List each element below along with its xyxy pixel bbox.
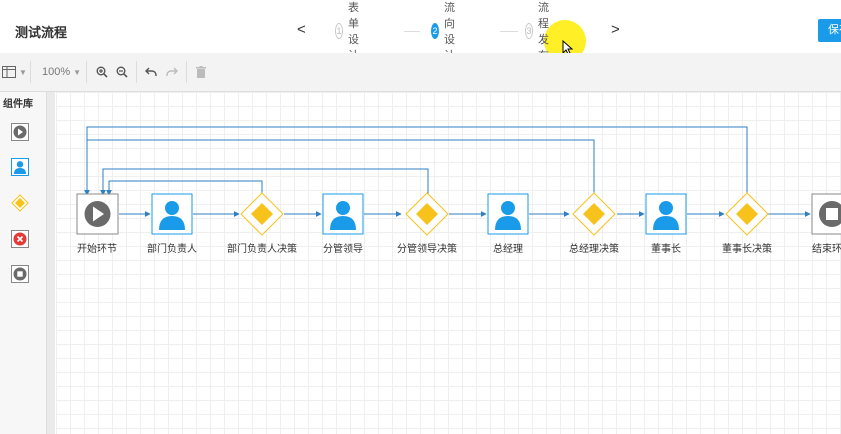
toolbar-divider bbox=[86, 61, 87, 83]
node-label: 部门负责人决策 bbox=[227, 244, 297, 255]
layout-toggle-icon bbox=[2, 66, 16, 78]
task-node[interactable] bbox=[645, 193, 687, 235]
node-label: 结束环 bbox=[812, 244, 841, 255]
sidebar-title: 组件库 bbox=[3, 99, 33, 110]
trash-icon bbox=[196, 66, 206, 78]
step-number: 2 bbox=[431, 23, 440, 39]
task-node[interactable] bbox=[487, 193, 529, 235]
sidebar-splitter[interactable] bbox=[47, 92, 55, 434]
return-connector[interactable] bbox=[106, 180, 263, 196]
connector-lines bbox=[84, 126, 811, 217]
header-bar: 测试流程 < 1 表单设计 2 流向设计 3 流程发布 > 保存 bbox=[0, 0, 841, 62]
start-node-icon[interactable] bbox=[11, 123, 29, 141]
undo-button[interactable] bbox=[145, 53, 157, 91]
step-number: 3 bbox=[525, 23, 534, 39]
zoom-level: 100% bbox=[42, 66, 71, 78]
end-node[interactable] bbox=[811, 193, 841, 235]
start-node[interactable] bbox=[76, 193, 119, 235]
component-library: 组件库 bbox=[0, 92, 47, 434]
node-label: 部门负责人 bbox=[147, 244, 197, 255]
node-label: 董事长 bbox=[651, 244, 681, 255]
app-title: 测试流程 bbox=[15, 25, 68, 40]
node-label: 总经理 bbox=[493, 244, 523, 255]
node-label: 分管领导决策 bbox=[397, 244, 457, 255]
return-connector[interactable] bbox=[84, 139, 595, 196]
zoom-out-icon bbox=[116, 66, 128, 78]
return-connector[interactable] bbox=[100, 168, 429, 196]
decision-node[interactable] bbox=[405, 192, 449, 236]
node-label: 分管领导 bbox=[323, 244, 363, 255]
caret-down-icon: ▼ bbox=[73, 67, 82, 77]
step-number: 1 bbox=[335, 23, 344, 39]
zoom-out-button[interactable] bbox=[116, 53, 128, 91]
toolbar-divider bbox=[30, 61, 31, 83]
decision-node-icon[interactable] bbox=[11, 194, 29, 212]
decision-node[interactable] bbox=[725, 192, 769, 236]
prev-step-button[interactable]: < bbox=[297, 21, 306, 38]
redo-icon bbox=[166, 67, 178, 76]
delete-button[interactable] bbox=[196, 53, 206, 91]
layout-toggle-button[interactable]: ▼ bbox=[2, 53, 27, 91]
return-connector[interactable] bbox=[86, 126, 748, 196]
flow-diagram bbox=[76, 126, 841, 236]
caret-down-icon: ▼ bbox=[19, 67, 27, 77]
redo-button[interactable] bbox=[166, 53, 178, 91]
task-node[interactable] bbox=[322, 193, 364, 235]
zoom-in-icon bbox=[96, 66, 108, 78]
toolbar-divider bbox=[136, 61, 137, 83]
node-label: 董事长决策 bbox=[722, 244, 772, 255]
task-node[interactable] bbox=[151, 193, 193, 235]
step-publish[interactable]: 3 流程发布 bbox=[525, 2, 557, 62]
next-step-button[interactable]: > bbox=[611, 21, 620, 38]
toolbar: ▼ 100% ▼ bbox=[0, 53, 841, 92]
end-node-icon[interactable] bbox=[11, 265, 29, 283]
toolbar-divider bbox=[186, 61, 187, 83]
decision-node[interactable] bbox=[240, 192, 284, 236]
zoom-in-button[interactable] bbox=[96, 53, 108, 91]
step-form-design[interactable]: 1 表单设计 bbox=[335, 2, 367, 62]
undo-icon bbox=[145, 67, 157, 76]
step-flow-design[interactable]: 2 流向设计 bbox=[431, 2, 463, 62]
flow-canvas[interactable]: 开始环节 部门负责人 部门负责人决策 分管领导 分管领导决策 总经理 总经理决策… bbox=[56, 92, 841, 434]
node-label: 总经理决策 bbox=[569, 244, 619, 255]
user-task-icon[interactable] bbox=[11, 158, 29, 176]
node-label: 开始环节 bbox=[77, 244, 117, 255]
save-button[interactable]: 保存 bbox=[818, 19, 841, 42]
step-connector bbox=[404, 31, 420, 32]
zoom-select[interactable]: 100% ▼ bbox=[42, 53, 81, 91]
decision-node[interactable] bbox=[572, 192, 616, 236]
step-connector bbox=[500, 31, 518, 32]
terminate-node-icon[interactable] bbox=[11, 230, 29, 248]
